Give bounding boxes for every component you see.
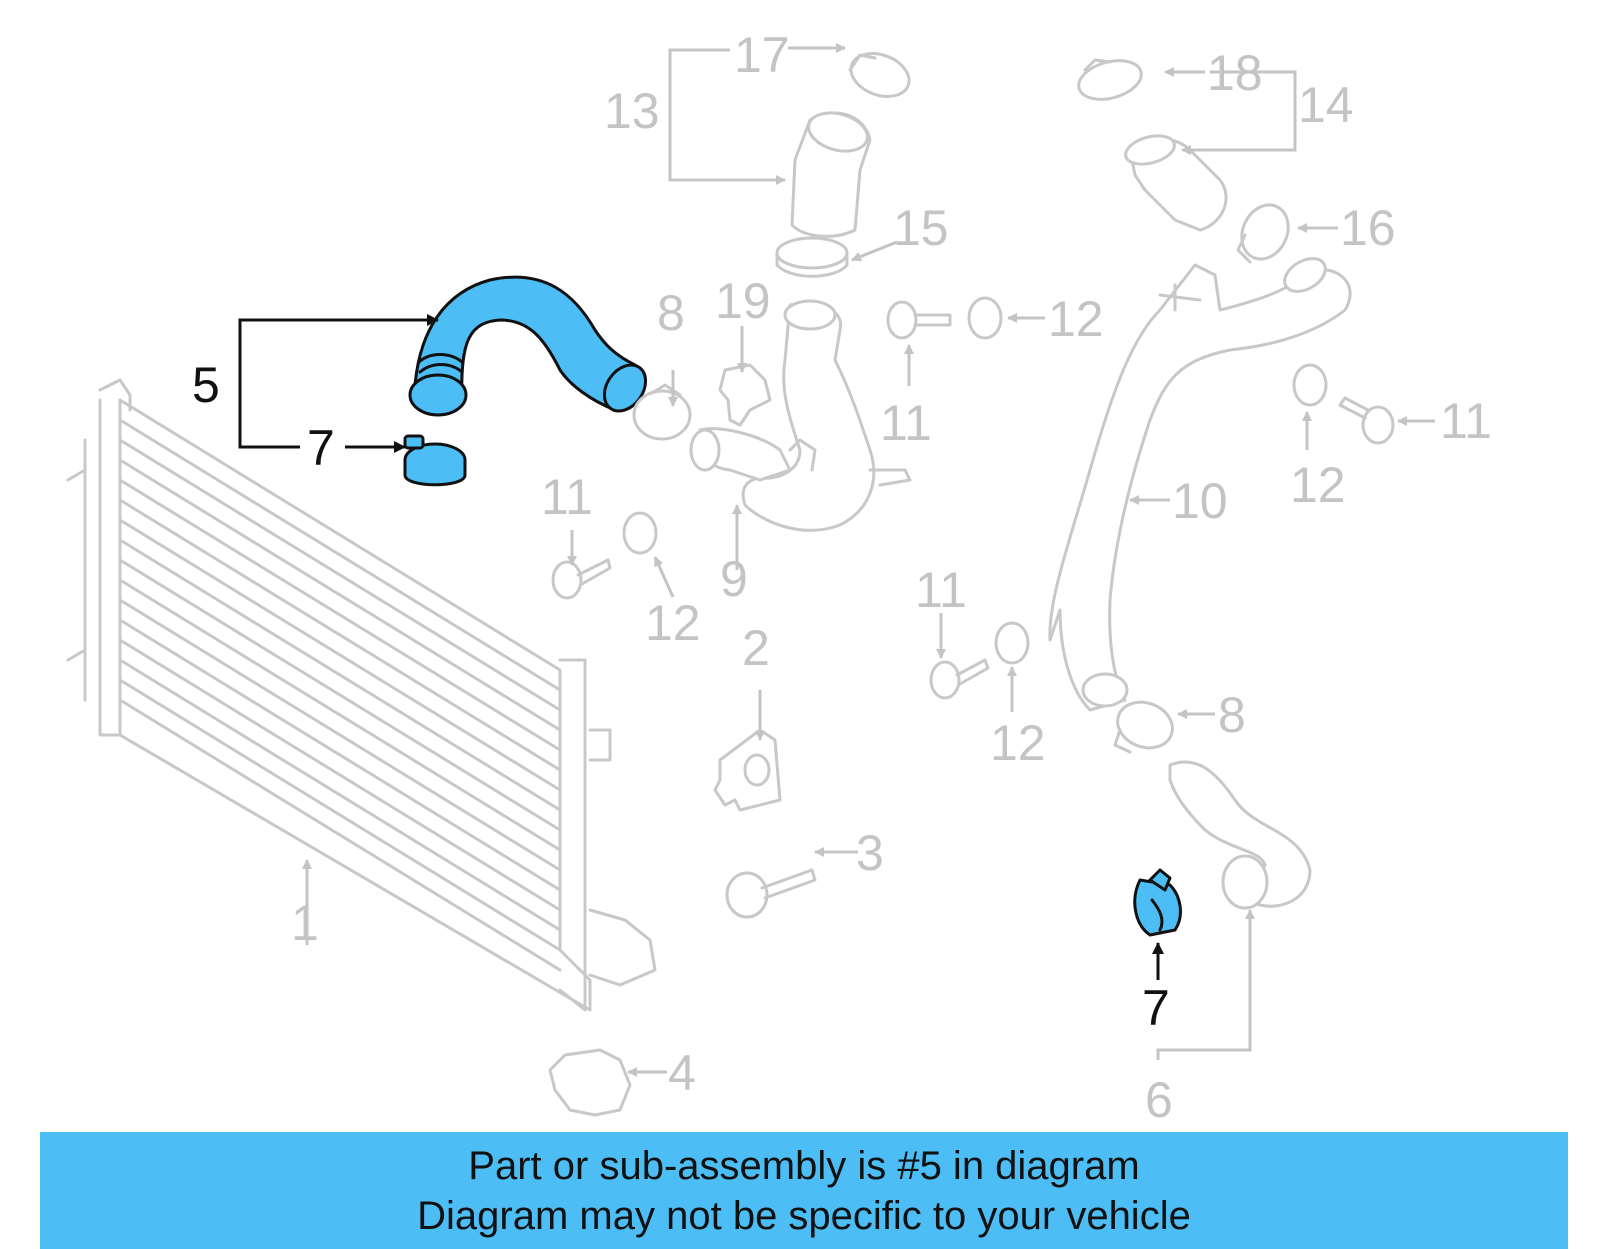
hose-clamp-part-7-left: [403, 434, 467, 487]
leader-lines: [238, 43, 1435, 1077]
callout-2: 2: [742, 620, 770, 676]
callout-17: 17: [734, 27, 790, 83]
callout-12-b: 12: [1048, 291, 1104, 347]
hose-clamp-part-7-right: [1133, 868, 1182, 937]
callout-7-left: 7: [307, 420, 335, 476]
callout-6: 6: [1145, 1072, 1173, 1128]
clamp-part-17: [848, 52, 911, 98]
callout-14: 14: [1298, 77, 1354, 133]
banner-line-part: Part or sub-assembly is #5 in diagram: [468, 1143, 1140, 1188]
clamp-part-16: [1236, 203, 1290, 264]
bracket-part-2: [713, 728, 782, 812]
callout-9: 9: [720, 551, 748, 607]
charge-air-hose-part-5: [408, 275, 648, 417]
nut-part-12-a: [622, 511, 658, 555]
callout-16: 16: [1340, 200, 1396, 256]
clamp-part-15: [775, 236, 849, 278]
hose-part-13: [790, 111, 872, 238]
callout-11-c: 11: [1440, 393, 1492, 449]
callout-12-d: 12: [990, 715, 1046, 771]
info-banner: Part or sub-assembly is #5 in diagram Di…: [40, 1132, 1568, 1249]
callout-4: 4: [668, 1045, 696, 1101]
callout-18: 18: [1207, 45, 1263, 101]
sensor-part-19: [718, 363, 772, 427]
callout-12-a: 12: [645, 595, 701, 651]
clamp-part-18: [1077, 58, 1143, 101]
bolt-part-11-b: [886, 300, 952, 340]
callout-11-a: 11: [541, 469, 593, 525]
callout-12-c: 12: [1290, 457, 1346, 513]
callout-1: 1: [291, 895, 319, 951]
callout-11-b: 11: [880, 395, 932, 451]
callout-8-upper: 8: [657, 285, 685, 341]
nut-part-12-c: [1292, 363, 1328, 407]
cap-part-4: [548, 1048, 632, 1117]
callout-labels: 1 2 3 4 5 6 7 7 8 8 9 10 11 11 11 11 12 …: [192, 27, 1492, 1128]
pipe-part-10: [1048, 257, 1352, 712]
bolt-part-11-d: [929, 658, 990, 700]
banner-line-disclaimer: Diagram may not be specific to your vehi…: [417, 1193, 1191, 1238]
nut-part-12-b: [967, 296, 1003, 340]
callout-7-right: 7: [1142, 980, 1170, 1036]
callout-3: 3: [856, 825, 884, 881]
callout-13: 13: [604, 83, 660, 139]
intercooler-part-1: [66, 378, 657, 1012]
callout-19: 19: [715, 273, 771, 329]
nut-part-12-d: [994, 621, 1030, 665]
callout-11-d: 11: [915, 562, 967, 618]
hose-part-14: [1124, 134, 1228, 232]
bolt-part-11-a: [551, 558, 612, 600]
callout-15: 15: [893, 200, 949, 256]
callout-5: 5: [192, 357, 220, 413]
callout-8-lower: 8: [1218, 687, 1246, 743]
bolt-part-3: [725, 868, 817, 919]
hose-part-6: [1168, 760, 1312, 910]
callout-10: 10: [1172, 473, 1228, 529]
bolt-part-11-c: [1338, 396, 1395, 445]
pipe-part-9: [689, 299, 912, 532]
clamp-part-8-lower: [1113, 700, 1174, 754]
